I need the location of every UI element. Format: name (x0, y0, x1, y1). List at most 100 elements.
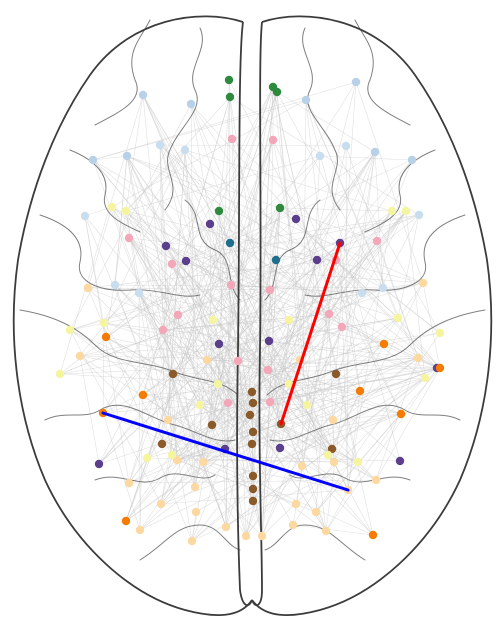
region-node-38 (247, 439, 257, 449)
connection-edge (184, 149, 393, 212)
connection-edge (249, 414, 374, 536)
region-node-76 (337, 322, 347, 332)
region-node-88 (435, 328, 445, 338)
region-node-33 (331, 369, 341, 379)
connection-edge (276, 91, 308, 406)
connection-edge (185, 159, 413, 262)
connection-edge (397, 214, 420, 319)
region-node-109 (180, 145, 190, 155)
region-node-115 (202, 355, 212, 365)
connection-edge (142, 394, 229, 404)
connection-edge (142, 94, 178, 461)
connection-edge (69, 329, 226, 450)
region-node-37 (248, 427, 258, 437)
connection-edge (84, 215, 130, 484)
sulcus-left-2 (164, 27, 203, 211)
connection-edge (87, 287, 193, 542)
connection-edge (111, 206, 227, 528)
region-node-110 (315, 151, 325, 161)
connection-edge (325, 367, 438, 532)
region-node-62 (371, 475, 381, 485)
connection-edge (69, 329, 359, 463)
connection-edge (103, 223, 211, 324)
region-node-35 (248, 398, 258, 408)
connection-edge (206, 359, 239, 362)
connection-edge (206, 292, 363, 361)
connection-edge (268, 340, 438, 369)
region-node-92 (393, 313, 403, 323)
connection-edge (142, 94, 231, 244)
highlighted-connection-B (101, 411, 350, 492)
region-node-74 (226, 280, 236, 290)
connection-edge (125, 210, 173, 456)
connection-edge (162, 329, 219, 385)
region-node-25 (214, 339, 224, 349)
region-node-97 (195, 400, 205, 410)
connection-edge (172, 373, 271, 403)
connection-edge (237, 287, 384, 362)
region-node-48 (138, 390, 148, 400)
connection-edge (125, 210, 407, 522)
sulcus-left-7 (94, 473, 216, 483)
connection-edge (212, 282, 424, 321)
connection-edge (92, 159, 361, 392)
sulcus-left-5 (19, 309, 239, 396)
region-node-81 (223, 398, 233, 408)
connection-edge (280, 423, 359, 463)
region-node-114 (413, 353, 423, 363)
connection-edge (327, 390, 361, 456)
connection-edge (345, 145, 349, 491)
region-node-96 (284, 379, 294, 389)
region-node-2 (224, 75, 234, 85)
region-node-95 (213, 379, 223, 389)
connection-edge (125, 210, 334, 421)
connection-edge (190, 103, 196, 488)
sulcus-right-2 (302, 27, 341, 211)
region-node-15 (370, 147, 380, 157)
connection-edge (202, 377, 426, 463)
region-node-121 (191, 507, 201, 517)
connection-edge (102, 319, 290, 414)
connection-edge (176, 459, 359, 463)
region-node-100 (353, 457, 363, 467)
connection-edge (209, 223, 426, 379)
region-node-29 (395, 456, 405, 466)
sulcus-right-9 (264, 199, 321, 301)
region-node-108 (341, 141, 351, 151)
connection-edge (103, 322, 247, 537)
connection-edge (229, 155, 321, 244)
connection-edge (315, 313, 330, 513)
connection-edge (142, 210, 393, 396)
right-hemisphere-outline (251, 15, 493, 616)
connection-edge (142, 94, 349, 491)
connection-edge (172, 367, 438, 375)
connection-edge (125, 94, 144, 212)
connection-edge (103, 322, 301, 361)
region-node-106 (378, 283, 388, 293)
region-node-120 (297, 461, 307, 471)
connection-edge (125, 431, 254, 522)
region-node-112 (357, 288, 367, 298)
region-node-21 (205, 219, 215, 229)
connection-edge (280, 317, 399, 425)
connection-edge (128, 237, 318, 261)
connection-edge (84, 206, 113, 217)
connection-edge (171, 263, 253, 445)
connection-edge (305, 99, 399, 319)
connection-edge (190, 103, 297, 220)
connection-edge (202, 402, 254, 463)
connection-edge (249, 414, 281, 449)
connection-edge (87, 287, 253, 445)
connection-edge (252, 431, 349, 491)
connection-edge (59, 357, 419, 375)
region-node-105 (110, 280, 120, 290)
connection-edge (138, 292, 201, 406)
connection-edge (339, 242, 349, 491)
connection-edge (230, 284, 363, 294)
connection-edge (251, 391, 374, 536)
region-node-104 (414, 210, 424, 220)
connection-edge (276, 91, 301, 361)
connection-edge (98, 242, 341, 465)
connection-edge (306, 155, 321, 406)
region-node-101 (167, 450, 177, 460)
